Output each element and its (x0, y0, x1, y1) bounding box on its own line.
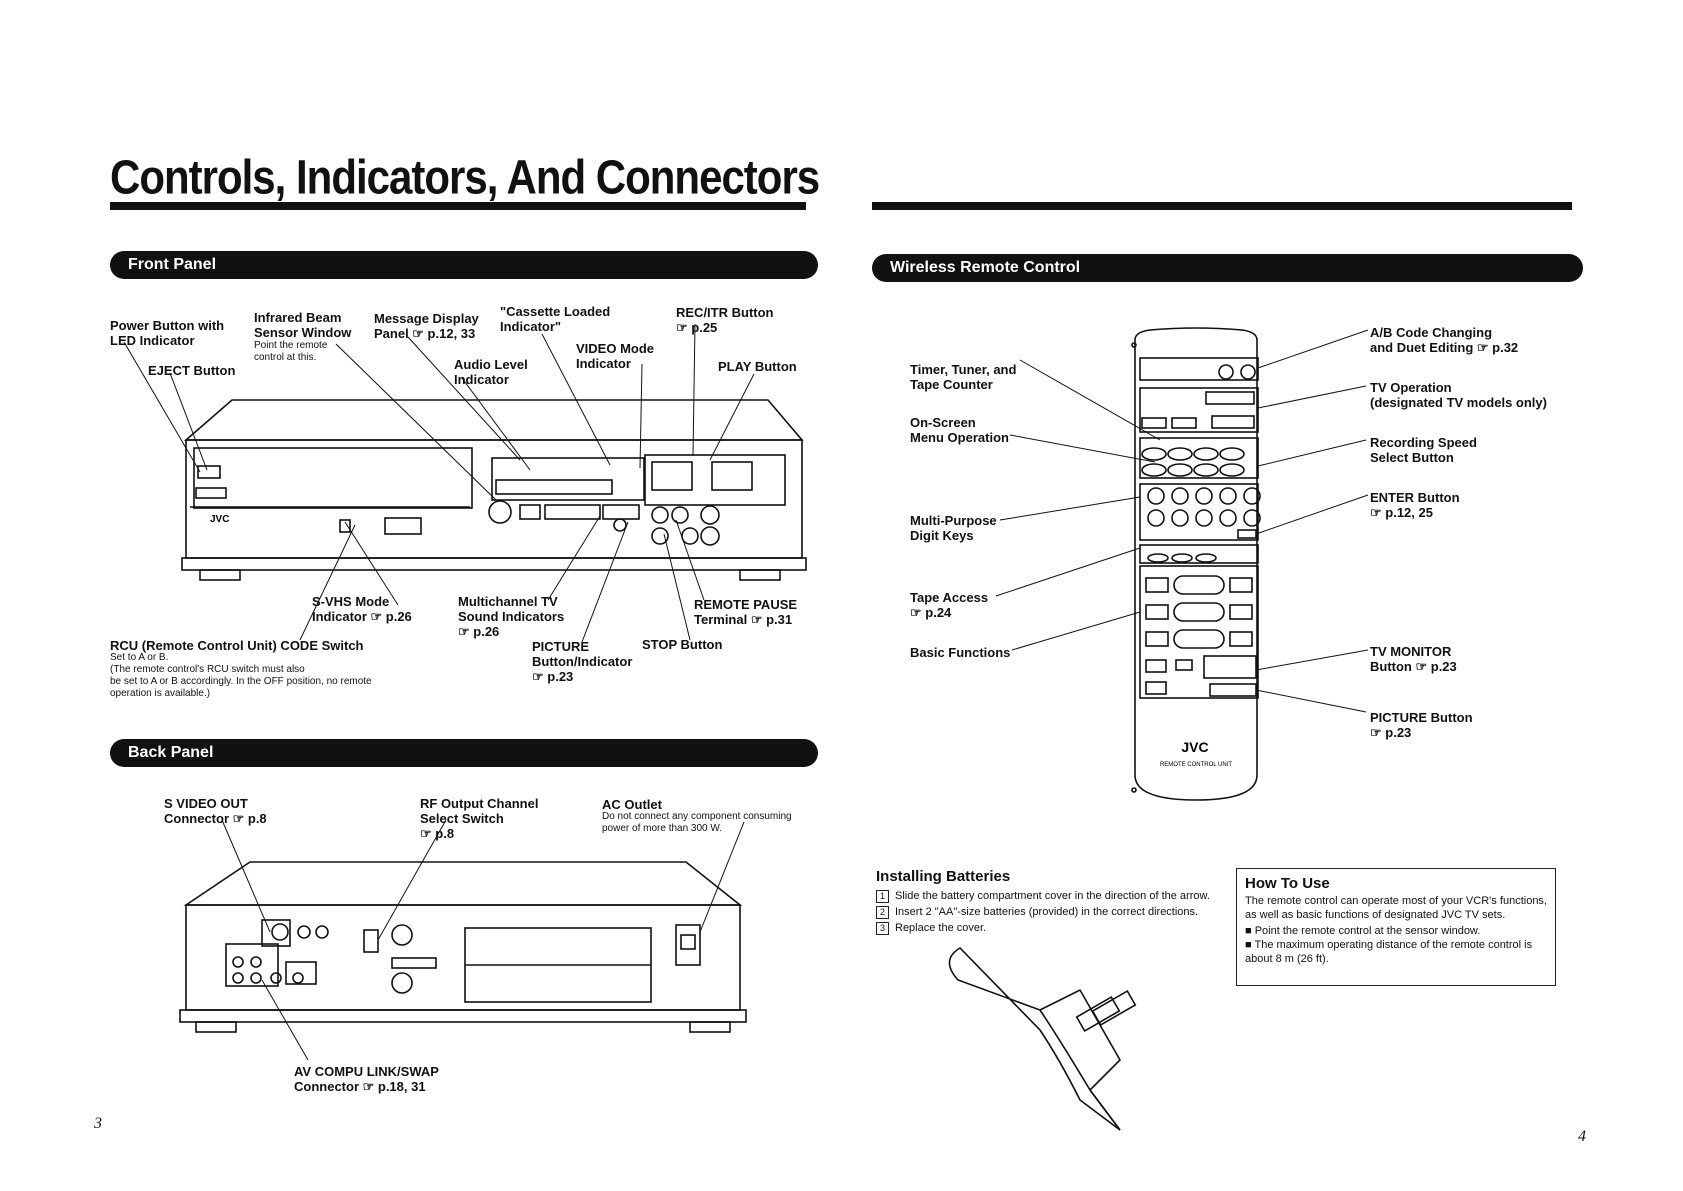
battery-drawing (948, 946, 1137, 1131)
installing-title: Installing Batteries (876, 868, 1011, 885)
step-number: 2 (876, 906, 889, 919)
step-number: 3 (876, 922, 889, 935)
remote-drawing (1131, 327, 1261, 801)
how-to-use-bullet: ■ The maximum operating distance of the … (1245, 939, 1533, 965)
vcr-brand: JVC (210, 514, 229, 525)
label-basic-functions: Basic Functions (910, 645, 1011, 660)
label-av-compu-link: AV COMPU LINK/SWAP Connector ☞ p.18, 31 (294, 1064, 439, 1094)
label-tv-operation: TV Operation (designated TV models only) (1370, 380, 1547, 410)
how-to-use-bullet: ■ Point the remote control at the sensor… (1245, 925, 1481, 937)
how-to-use-box: How To Use The remote control can operat… (1236, 868, 1556, 986)
page-number-left: 3 (94, 1115, 102, 1132)
label-svideo-out: S VIDEO OUT Connector ☞ p.8 (164, 796, 267, 826)
remote-brand: JVC (1181, 739, 1208, 755)
label-power-button: Power Button with LED Indicator (110, 318, 225, 348)
label-multichannel-tv: Multichannel TV Sound Indicators ☞ p.26 (458, 594, 565, 639)
label-multipurpose-keys: Multi-Purpose Digit Keys (910, 513, 997, 543)
label-onscreen-menu: On-Screen Menu Operation (910, 415, 1009, 445)
vcr-back-drawing (179, 861, 747, 1033)
label-recitr-button: REC/ITR Button ☞ p.25 (676, 305, 774, 335)
label-audio-level: Audio Level Indicator (454, 357, 528, 387)
label-eject-button: EJECT Button (148, 363, 236, 378)
label-picture-button: PICTURE Button/Indicator ☞ p.23 (532, 639, 633, 684)
label-ac-outlet: AC Outlet (602, 797, 662, 812)
label-ab-code: A/B Code Changing and Duet Editing ☞ p.3… (1370, 325, 1519, 355)
section-back-panel: Back Panel (110, 739, 818, 767)
note-rcu-code-switch: Set to A or B. (The remote control's RCU… (110, 652, 372, 699)
label-video-mode: VIDEO Mode Indicator (576, 341, 655, 371)
vcr-front-drawing (181, 399, 807, 581)
section-front-panel: Front Panel (110, 251, 818, 279)
front-leaders (123, 323, 755, 643)
label-rcu-code-switch: RCU (Remote Control Unit) CODE Switch (110, 638, 364, 653)
label-stop-button: STOP Button (642, 637, 723, 652)
title-rule-left (110, 202, 806, 210)
back-leaders (221, 819, 745, 1061)
remote-leaders (995, 329, 1369, 713)
label-message-display: Message Display Panel ☞ p.12, 33 (374, 311, 479, 341)
remote-unit-label: REMOTE CONTROL UNIT (1160, 762, 1232, 768)
page-title: Controls, Indicators, And Connectors (110, 150, 820, 205)
step-number: 1 (876, 890, 889, 903)
label-recording-speed: Recording Speed Select Button (1370, 435, 1477, 465)
label-rf-output: RF Output Channel Select Switch ☞ p.8 (420, 796, 539, 841)
label-picture-remote: PICTURE Button ☞ p.23 (1370, 710, 1473, 740)
label-play-button: PLAY Button (718, 359, 797, 374)
label-timer-tuner: Timer, Tuner, and Tape Counter (910, 362, 1017, 392)
how-to-use-title: How To Use (1245, 875, 1330, 892)
label-tv-monitor: TV MONITOR Button ☞ p.23 (1370, 644, 1457, 674)
label-cassette-loaded: "Cassette Loaded Indicator" (500, 304, 611, 334)
section-remote: Wireless Remote Control (872, 254, 1583, 282)
label-tape-access: Tape Access ☞ p.24 (910, 590, 989, 620)
note-ac-outlet: Do not connect any component consuming p… (602, 811, 792, 834)
page-number-right: 4 (1578, 1128, 1586, 1145)
label-infrared-sensor: Infrared Beam Sensor Window (254, 310, 352, 340)
label-remote-pause: REMOTE PAUSE Terminal ☞ p.31 (694, 597, 798, 627)
title-rule-right (872, 202, 1572, 210)
label-enter-button: ENTER Button ☞ p.12, 25 (1370, 490, 1460, 520)
how-to-use-body: The remote control can operate most of y… (1245, 895, 1547, 921)
label-svhs-mode: S-VHS Mode Indicator ☞ p.26 (312, 594, 412, 624)
note-infrared-sensor: Point the remote control at this. (254, 340, 328, 363)
